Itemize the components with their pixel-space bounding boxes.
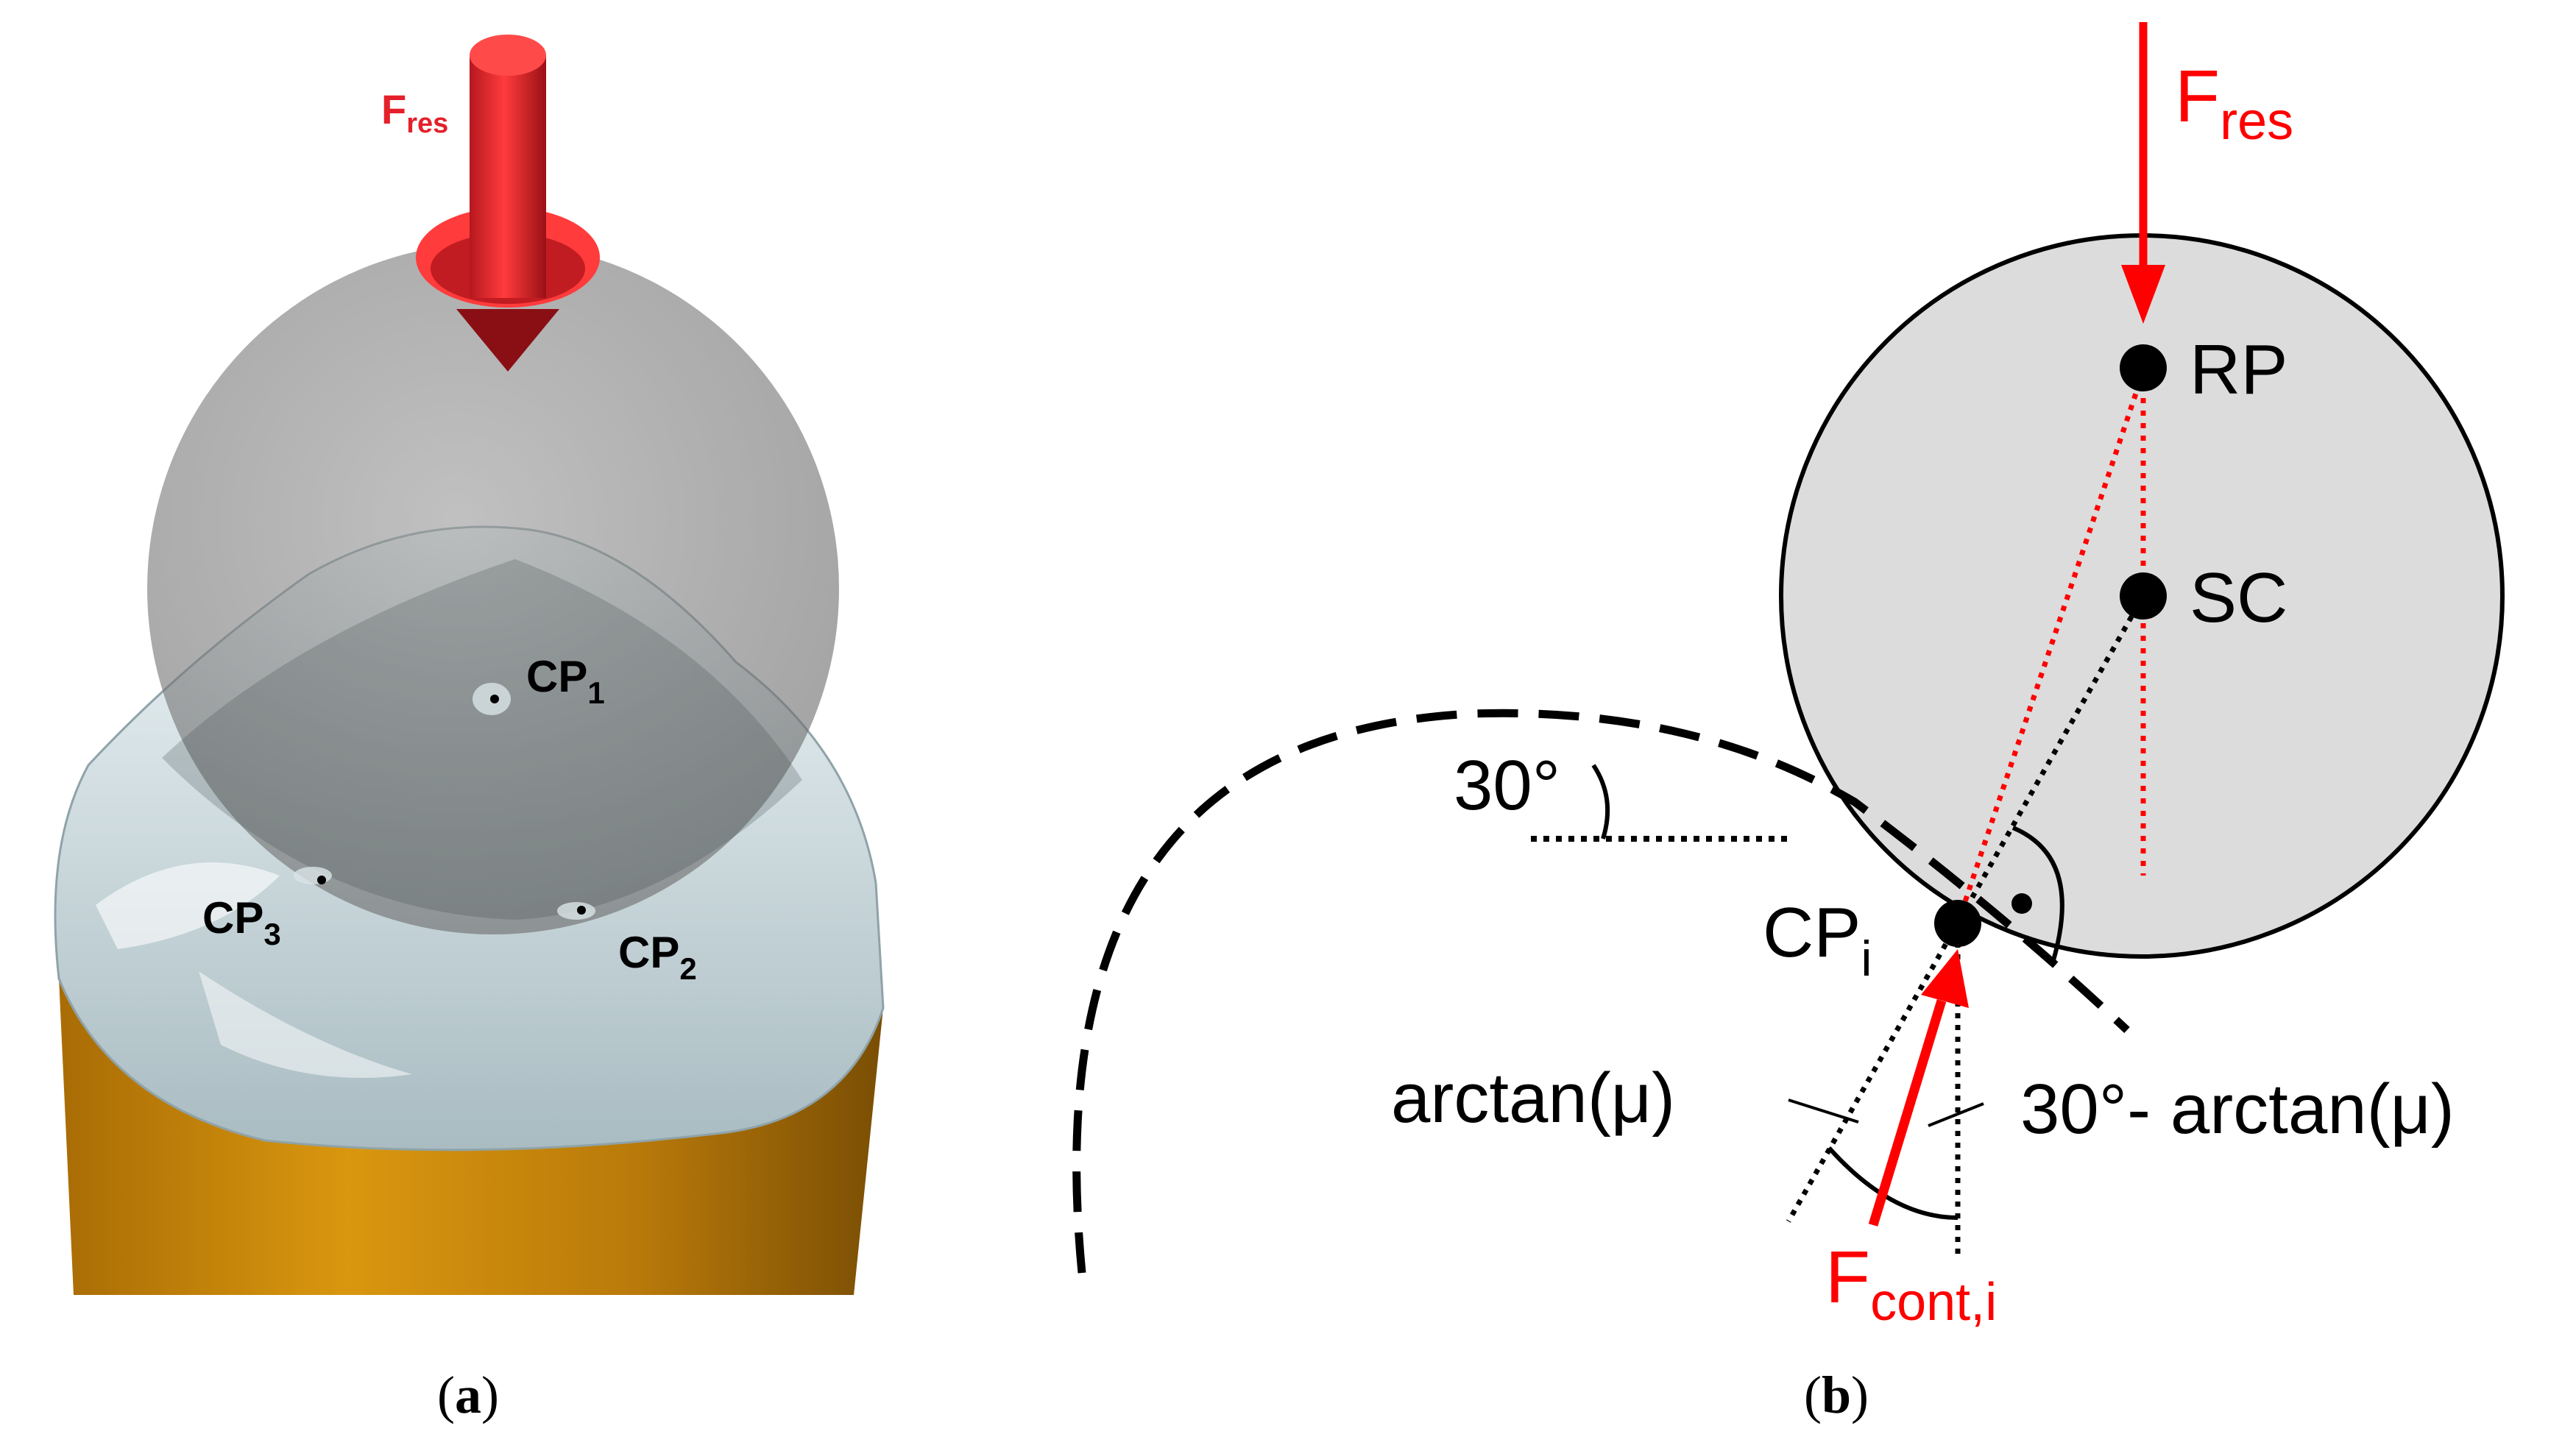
arrow-shaft-top [470,35,546,76]
tooth-contour-dashed [1072,709,2130,1274]
label-fres-a-sub: res [406,108,448,139]
arc-bottom-angles [1827,1146,1958,1220]
arrow-fcont-head [1921,949,1969,1008]
caption-b-close: ) [1851,1366,1869,1424]
cp2-contact-patch [557,902,595,920]
cp1-dot [490,695,499,703]
label-cp1-main: CP [526,652,587,701]
cp3-dot [317,876,326,884]
label-fcont: Fcont,i [1825,1236,1997,1332]
arc-30deg [1591,764,1610,840]
right-angle-dot [2011,893,2032,914]
label-cp2-sub: 2 [679,951,696,986]
point-sc [2120,572,2167,620]
label-cp1-sub: 1 [587,675,604,710]
cp2-dot [577,906,586,915]
sphere-overlap-shade [162,559,802,920]
panel-b: Fres RP SC 30° CPi arctan(μ) 30°- arctan… [1072,22,2505,1424]
caption-a-close: ) [481,1366,499,1424]
label-cp2-main: CP [618,928,679,977]
black-dotted-line-sc-cp [1786,595,2146,1223]
label-arctan-mu: arctan(μ) [1391,1059,1675,1138]
caption-b: (b) [1804,1366,1869,1424]
label-sc: SC [2190,558,2287,637]
arrow-fres-head [2121,265,2165,324]
label-cpi: CPi [1763,893,1872,987]
label-cpi-sub: i [1861,931,1872,987]
caption-b-letter: b [1822,1366,1851,1424]
arc-right-angle [2011,826,2064,961]
red-dotted-line-rp-cp [1955,370,2146,925]
force-arrow-3d [416,35,600,372]
label-cp2: CP2 [618,928,697,986]
arrow-fcont-shaft [1868,999,1947,1227]
cp3-contact-patch [294,867,332,884]
label-30-minus-arctan-mu: 30°- arctan(μ) [2020,1070,2455,1149]
point-cpi [1934,900,1981,947]
caption-b-open: ( [1804,1366,1822,1424]
caption-a-letter: a [455,1366,481,1424]
label-cpi-main: CP [1763,893,1861,972]
crown-highlight [96,862,280,949]
label-fres-a-main: F [381,86,406,132]
label-cp3: CP3 [202,893,281,951]
label-fres-b: Fres [2175,55,2293,151]
loading-sphere [147,243,839,934]
crown-highlight-2 [199,971,412,1078]
label-fcont-sub: cont,i [1870,1273,1997,1332]
point-rp [2120,344,2167,391]
label-fres-b-main: F [2175,55,2220,138]
caption-a-open: ( [437,1366,455,1424]
label-fres-a: Fres [381,86,448,139]
label-cp3-main: CP [202,893,263,943]
tick-arctan [1788,1099,1859,1124]
panel-a: Fres CP1 CP3 CP2 (a) [54,35,885,1424]
label-rp: RP [2190,330,2287,409]
label-30deg: 30° [1454,746,1560,825]
caption-a: (a) [437,1366,499,1424]
label-cp1: CP1 [526,652,605,710]
arrow-shaft [470,55,546,298]
arrow-tip [456,309,559,372]
tick-30-minus [1928,1102,1984,1127]
label-fcont-main: F [1825,1236,1870,1319]
label-cp3-sub: 3 [263,917,280,951]
label-fres-b-sub: res [2220,92,2293,151]
